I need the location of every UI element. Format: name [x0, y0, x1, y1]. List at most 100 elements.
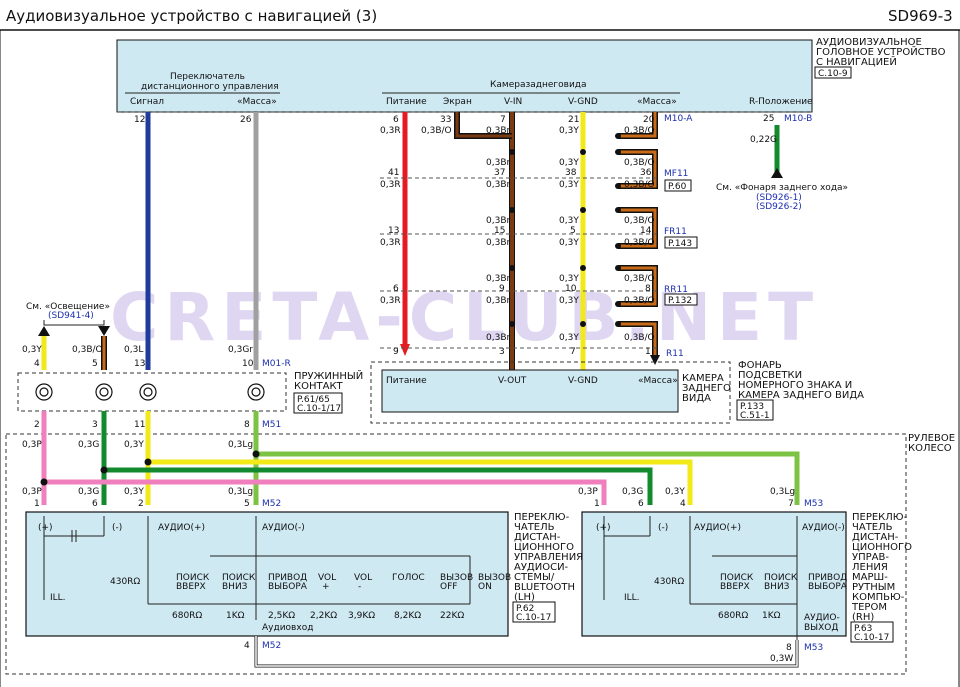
connector-mf11: MF11: [664, 169, 688, 179]
svg-text:0,3B/O: 0,3B/O: [624, 180, 655, 190]
svg-text:8: 8: [645, 284, 651, 294]
svg-text:6: 6: [393, 284, 399, 294]
svg-text:5: 5: [244, 499, 250, 509]
svg-text:0,3Br: 0,3Br: [486, 158, 510, 168]
pin-ground-1: «Масса»: [237, 97, 277, 107]
svg-text:(RH): (RH): [852, 612, 874, 623]
svg-text:VOL: VOL: [354, 573, 372, 583]
svg-text:С.10-17: С.10-17: [854, 633, 889, 643]
svg-text:0,3Y: 0,3Y: [559, 216, 579, 226]
svg-text:(SD941-4): (SD941-4): [48, 311, 94, 321]
svg-text:OFF: OFF: [440, 582, 457, 592]
svg-text:(LH): (LH): [514, 592, 535, 603]
svg-text:0,3B/O: 0,3B/O: [421, 126, 452, 136]
svg-text:9: 9: [499, 284, 505, 294]
svg-text:10: 10: [565, 284, 577, 294]
svg-text:2: 2: [34, 420, 40, 430]
svg-text:5: 5: [92, 359, 98, 369]
connector-rr11: RR11: [664, 285, 688, 295]
svg-text:(-): (-): [112, 523, 122, 533]
svg-text:ФОНАРЬ: ФОНАРЬ: [738, 360, 782, 371]
connector-m53: M53: [804, 499, 823, 509]
svg-text:0,3P: 0,3P: [578, 487, 598, 497]
svg-text:25: 25: [763, 114, 774, 124]
switch-lh-box: [25, 511, 509, 637]
svg-text:ПРУЖИННЫЙ: ПРУЖИННЫЙ: [294, 369, 363, 382]
svg-text:УПРАВ-: УПРАВ-: [852, 552, 889, 563]
svg-text:1: 1: [645, 347, 651, 357]
svg-text:С.10-1/17: С.10-1/17: [297, 404, 341, 414]
svg-text:АУДИО(-): АУДИО(-): [802, 523, 845, 533]
svg-text:M53: M53: [804, 643, 823, 653]
svg-text:ON: ON: [478, 582, 492, 592]
svg-text:P.143: P.143: [668, 239, 692, 249]
svg-text:680RΩ: 680RΩ: [718, 611, 748, 621]
svg-text:41: 41: [388, 168, 399, 178]
svg-text:С.10-17: С.10-17: [516, 613, 551, 623]
svg-text:11: 11: [134, 420, 145, 430]
svg-text:0,3B/O: 0,3B/O: [624, 158, 655, 168]
svg-text:5: 5: [570, 226, 576, 236]
svg-text:ВЫБОРА: ВЫБОРА: [268, 582, 308, 592]
svg-text:0,3Y: 0,3Y: [559, 158, 579, 168]
svg-text:0,3G: 0,3G: [78, 487, 99, 497]
svg-text:0,3R: 0,3R: [380, 296, 401, 306]
svg-text:0,3Y: 0,3Y: [124, 487, 144, 497]
svg-text:ЦИОННОГО: ЦИОННОГО: [514, 542, 574, 553]
svg-text:ЦИОННОГО: ЦИОННОГО: [852, 542, 912, 553]
svg-text:V-GND: V-GND: [568, 376, 598, 386]
svg-text:ПОИСК: ПОИСК: [176, 573, 210, 583]
svg-text:Переключатель: Переключатель: [170, 72, 245, 82]
svg-text:0,3B/O: 0,3B/O: [72, 345, 103, 355]
lighting-label: См. «Освещение»: [26, 302, 110, 312]
svg-text:ВВЕРХ: ВВЕРХ: [176, 582, 206, 592]
svg-text:VOL: VOL: [318, 573, 336, 583]
svg-text:0,3B/O: 0,3B/O: [624, 333, 655, 343]
svg-text:13: 13: [134, 359, 145, 369]
svg-text:3: 3: [92, 420, 98, 430]
svg-text:ПЕРЕКЛЮ-: ПЕРЕКЛЮ-: [514, 512, 570, 523]
svg-text:РУТНЫМ: РУТНЫМ: [852, 582, 895, 593]
svg-text:ГОЛОВНОЕ УСТРОЙСТВО: ГОЛОВНОЕ УСТРОЙСТВО: [816, 45, 946, 58]
svg-text:Камеразаднеговида: Камеразаднеговида: [490, 80, 587, 90]
svg-text:P.133: P.133: [740, 402, 764, 412]
svg-text:ВЫБОРА: ВЫБОРА: [808, 582, 848, 592]
connector-m51: M51: [262, 420, 281, 430]
svg-text:0,3Lg: 0,3Lg: [228, 440, 253, 450]
svg-text:ПЕРЕКЛЮ-: ПЕРЕКЛЮ-: [852, 512, 908, 523]
svg-text:0,3Y: 0,3Y: [559, 333, 579, 343]
svg-text:P.61/65: P.61/65: [297, 395, 330, 405]
svg-text:МАРШ-: МАРШ-: [852, 572, 888, 583]
svg-text:0,3P: 0,3P: [22, 487, 42, 497]
svg-text:4: 4: [244, 641, 250, 651]
svg-text:20: 20: [643, 115, 655, 125]
svg-text:0,3L: 0,3L: [124, 345, 143, 355]
svg-text:0,3Br: 0,3Br: [486, 333, 510, 343]
pin-signal: Сигнал: [130, 97, 164, 107]
svg-text:ЧАТЕЛЬ: ЧАТЕЛЬ: [852, 522, 893, 533]
svg-text:0,3Lg: 0,3Lg: [770, 487, 795, 497]
svg-text:2: 2: [138, 499, 144, 509]
svg-text:0,3G: 0,3G: [622, 487, 643, 497]
switch-rh-box: [581, 511, 847, 637]
connector-r11: R11: [666, 349, 684, 359]
svg-text:21: 21: [568, 115, 579, 125]
svg-text:P.62: P.62: [516, 604, 534, 614]
svg-text:(-): (-): [658, 523, 668, 533]
svg-text:ЗАДНЕГО: ЗАДНЕГО: [682, 383, 731, 394]
camera-unit-box: [381, 369, 679, 413]
connector-m10b: M10-B: [784, 114, 812, 124]
svg-text:M52: M52: [262, 641, 281, 651]
svg-text:0,3R: 0,3R: [380, 126, 401, 136]
svg-text:0,3B/O: 0,3B/O: [624, 126, 655, 136]
svg-text:КОЛЕСО: КОЛЕСО: [908, 443, 952, 454]
clock-spring-coils: [35, 383, 265, 401]
svg-text:ВЫХОД: ВЫХОД: [804, 623, 838, 633]
svg-text:P.60: P.60: [668, 182, 687, 192]
svg-text:0,3Y: 0,3Y: [559, 274, 579, 284]
pin-screen: Экран: [443, 97, 472, 107]
svg-text:КОНТАКТ: КОНТАКТ: [294, 381, 344, 392]
svg-text:-: -: [358, 582, 361, 592]
svg-text:(SD926-1): (SD926-1): [756, 193, 802, 203]
svg-text:P.63: P.63: [854, 624, 872, 634]
